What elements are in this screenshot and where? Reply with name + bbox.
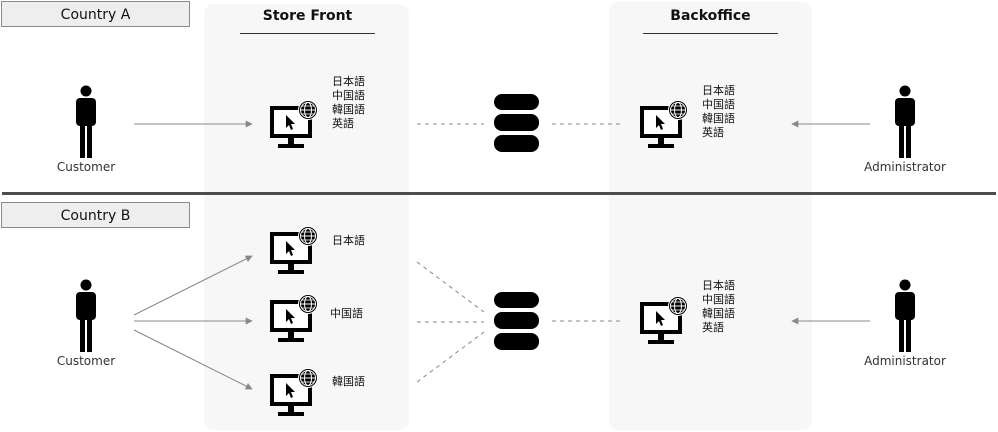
administrator-label: Administrator [864, 160, 946, 174]
b-store1-to-db-link [416, 261, 485, 313]
web-terminal-icon [270, 368, 318, 416]
language-item: 韓国語 [702, 307, 735, 320]
language-item: 英語 [702, 126, 724, 139]
store-language-list: 日本語 中国語 韓国語 英語 [332, 75, 365, 131]
language-item: 英語 [332, 117, 354, 130]
web-terminal-icon [270, 294, 318, 342]
person-icon [76, 279, 96, 352]
web-terminal-icon [640, 100, 688, 148]
store-front-title: Store Front [262, 8, 353, 24]
backoffice-panel [609, 2, 812, 430]
language-item: 英語 [702, 321, 724, 334]
database-icon [494, 94, 539, 152]
store-language-label: 韓国語 [332, 375, 365, 388]
store-language-label: 中国語 [330, 307, 363, 320]
web-terminal-icon [270, 100, 318, 148]
language-item: 中国語 [332, 89, 365, 102]
language-item: 日本語 [702, 84, 735, 97]
b-customer-to-store3-arrow [133, 329, 253, 390]
language-item: 韓国語 [332, 103, 365, 116]
language-item: 日本語 [702, 279, 735, 292]
person-icon [895, 279, 915, 352]
language-item: 韓国語 [702, 112, 735, 125]
b-customer-to-store1-arrow [133, 255, 253, 316]
country-b-label: Country B [1, 202, 190, 228]
country-a-label: Country A [1, 1, 190, 27]
administrator-label: Administrator [864, 354, 946, 368]
backoffice-title: Backoffice [670, 8, 751, 24]
web-terminal-icon [270, 226, 318, 274]
language-item: 中国語 [702, 98, 735, 111]
store-front-panel [204, 4, 409, 430]
language-item: 日本語 [332, 75, 365, 88]
backoffice-language-list: 日本語 中国語 韓国語 英語 [702, 279, 735, 335]
web-terminal-icon [640, 296, 688, 344]
b-store3-to-db-link [416, 331, 485, 383]
backoffice-language-list: 日本語 中国語 韓国語 英語 [702, 84, 735, 140]
language-item: 中国語 [702, 293, 735, 306]
backoffice-title-rule [643, 33, 778, 34]
customer-label: Customer [56, 354, 116, 368]
person-icon [895, 85, 915, 158]
person-icon [76, 85, 96, 158]
customer-label: Customer [56, 160, 116, 174]
store-language-label: 日本語 [332, 234, 365, 247]
store-front-title-rule [240, 33, 375, 34]
database-icon [494, 292, 539, 350]
country-divider [2, 192, 996, 195]
